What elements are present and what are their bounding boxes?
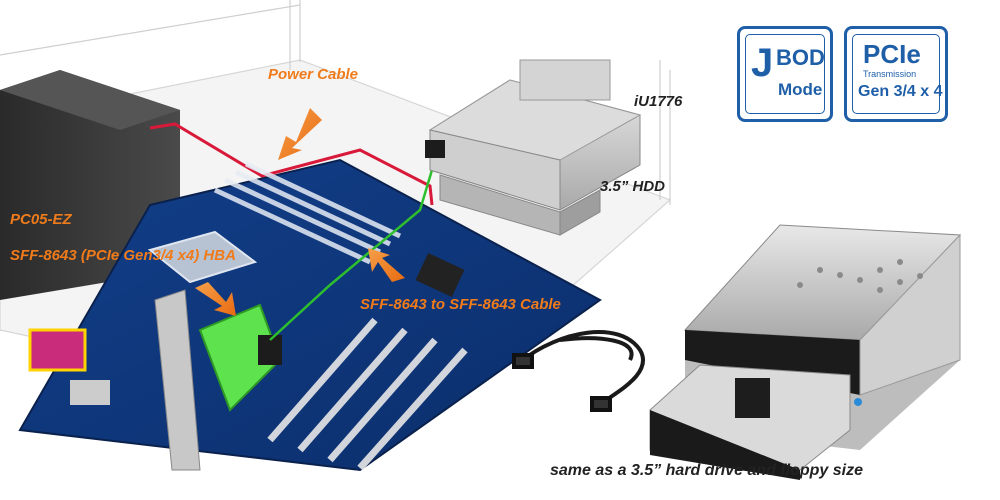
power-cable-label: Power Cable — [268, 66, 359, 83]
pcie-gen-badge: PCIe Transmission Gen 3/4 x 4 — [844, 26, 948, 122]
loose-cable — [512, 330, 645, 412]
model-label: iU1776 — [634, 93, 683, 110]
product-photo — [649, 224, 962, 480]
power-cable — [149, 122, 434, 206]
data-cable — [269, 159, 437, 341]
pcie-bottom-text: Gen 3/4 x 4 — [858, 83, 943, 100]
hba-label: SFF-8643 (PCIe Gen3/4 x4) HBA — [10, 247, 236, 264]
footer-caption: same as a 3.5” hard drive and floppy siz… — [550, 462, 864, 479]
jbod-bottom-text: Mode — [778, 80, 823, 99]
pcie-middle-text: Transmission — [863, 69, 917, 79]
hba-card — [154, 289, 282, 471]
arrow-icon — [195, 108, 405, 316]
cable-label: SFF-8643 to SFF-8643 Cable — [360, 296, 561, 313]
iu1776-unit — [425, 59, 642, 211]
jbod-top-text: BOD — [776, 45, 825, 70]
pcie-top-text: PCIe — [863, 39, 921, 69]
hdd-label: 3.5” HDD — [600, 178, 666, 195]
jbod-letter: J — [751, 41, 774, 85]
jbod-mode-badge: J BOD Mode — [737, 26, 833, 122]
hdd-unit — [439, 174, 601, 236]
pc05-label: PC05-EZ — [10, 211, 72, 228]
